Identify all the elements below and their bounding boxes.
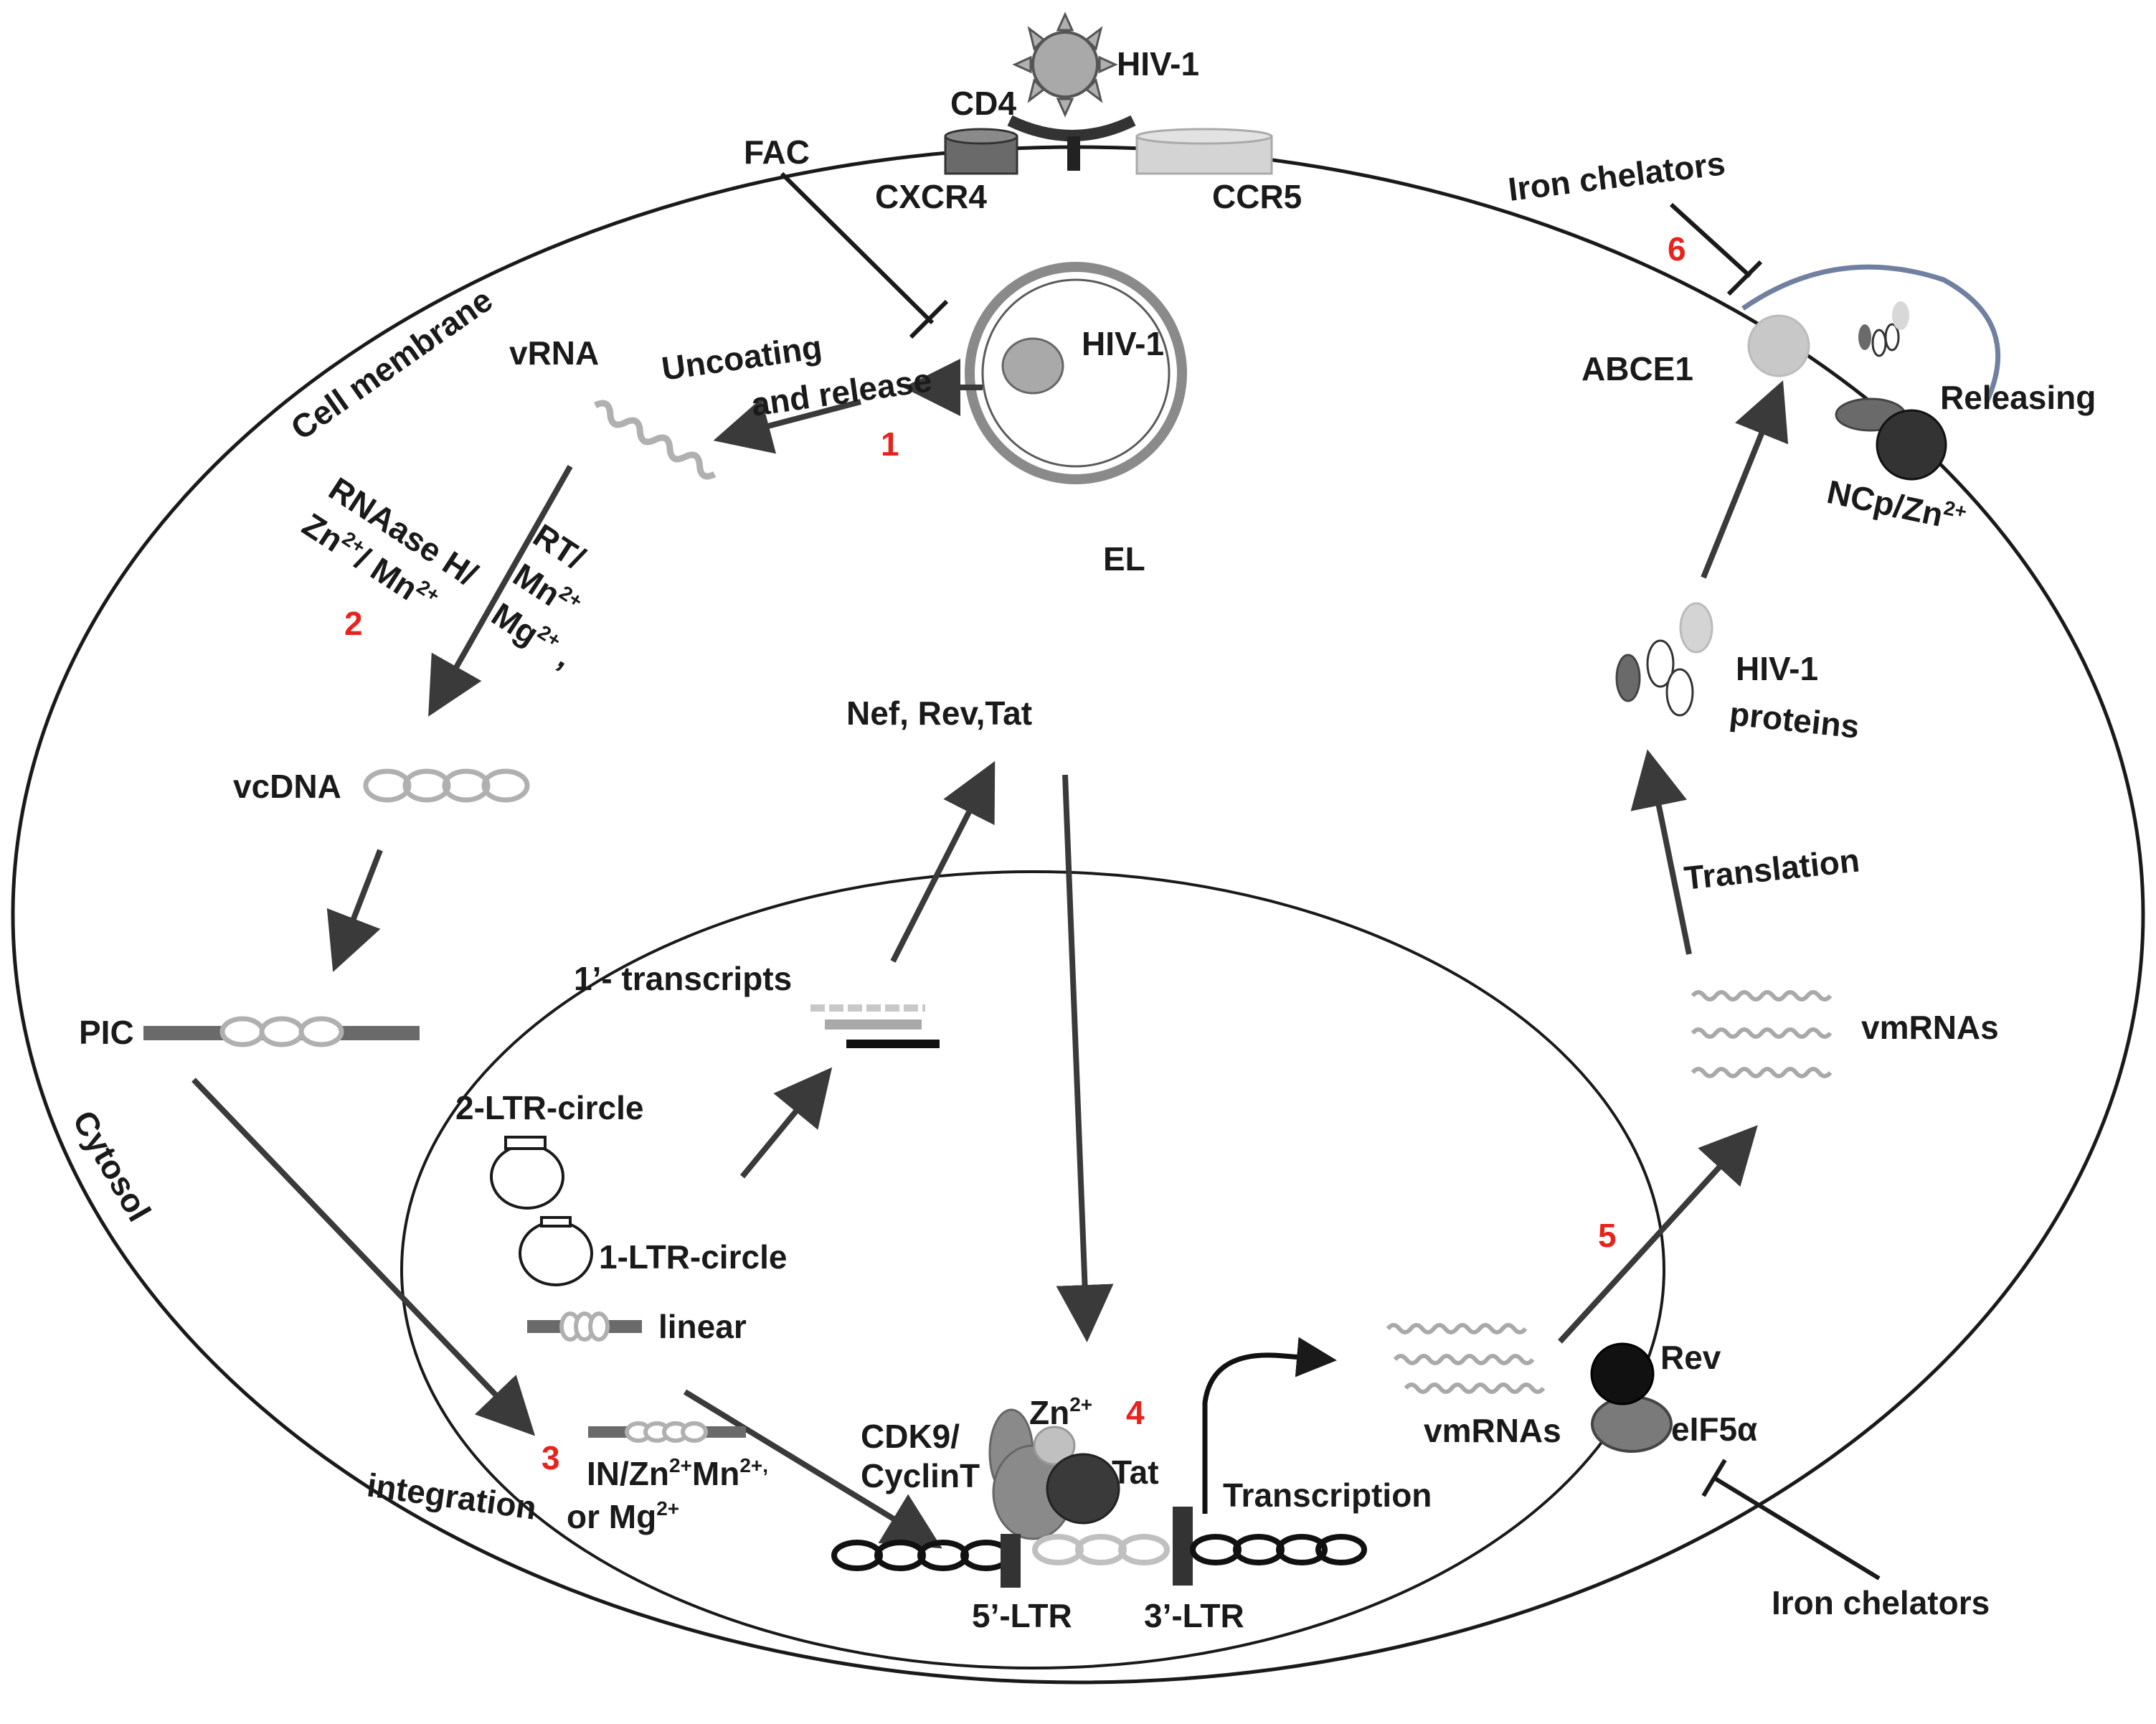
eif5a-protein [1591,1395,1673,1453]
1-ltr-circle-label: 1-LTR-circle [599,1238,787,1276]
hiv-in-endosome [1001,337,1064,395]
rev-label: Rev [1660,1339,1721,1376]
tat-protein [1046,1453,1120,1525]
integration-label: integration [365,1466,539,1527]
step-number-2: 2 [344,605,363,642]
integrase-cofactors-line1: IN/Zn2+Mn2+, [587,1454,768,1492]
5-ltr-label: 5’-LTR [972,1597,1072,1634]
2-ltr-circle [490,1136,564,1210]
1-ltr-circle [519,1216,593,1286]
3-ltr-label: 3’-LTR [1144,1597,1244,1634]
endosome-el-inner [981,278,1171,468]
nuclear-export-arrow [1558,1125,1758,1344]
cd4-receptor [1007,115,1136,141]
integrase-cofactors-line2: or Mg2+ [567,1497,679,1535]
eif5a-label: eIF5α [1671,1410,1757,1448]
circles-to-transcripts-arrow [739,1067,833,1179]
el-label: EL [1103,540,1145,578]
iron-chelators-top-label: Iron chelators [1506,144,1727,208]
vrna-label: vRNA [509,334,599,372]
iron-chelators-top-inhibition-bar [1726,260,1763,296]
abce1-label: ABCE1 [1581,350,1693,387]
hiv1-proteins-cluster [1615,602,1713,717]
integrated-dna [588,1421,746,1443]
linear-to-ltr-arrow [683,1389,942,1549]
vcdna-to-pic-arrow [326,849,383,972]
vcdna-circles [363,768,530,803]
cd4-stem [1067,136,1080,171]
step-number-5: 5 [1598,1217,1617,1254]
step-number-6: 6 [1668,230,1686,268]
budding-vesicle [1741,264,2001,403]
zn-ion-bubble [1033,1426,1076,1466]
budding-proteins [1858,301,1909,357]
iron-chelators-bottom-inhibition-bar [1701,1459,1727,1497]
step-number-3: 3 [542,1439,560,1476]
nef-rev-tat-label: Nef, Rev,Tat [846,694,1032,732]
transcripts-label: 1’- transcripts [574,960,792,997]
endosome-el [965,262,1187,484]
vmrnas-top-label: vmRNAs [1861,1009,1999,1046]
transcription-label: Transcription [1223,1476,1432,1514]
transcription-arrow [1202,1337,1337,1514]
ncp-zn-protein [1876,409,1947,481]
uncoating-label-line1: Uncoating [659,328,824,387]
abce1-protein [1747,314,1810,377]
pic-to-integration-arrow [192,1078,536,1436]
fac-inhibition-bar [909,299,949,339]
cytosol-label: Cytosol [65,1104,158,1228]
vrna-strand [594,400,717,480]
step-number-4: 4 [1126,1394,1145,1431]
iron-chelators-bottom-inhibition-line [1713,1476,1881,1581]
step-number-1: 1 [881,425,899,463]
translation-label: Translation [1683,842,1861,897]
hiv1-top-label: HIV-1 [1117,45,1199,83]
iron-chelators-bottom-label: Iron chelators [1772,1584,1990,1621]
fac-inhibition-line [780,171,935,325]
iron-chelators-top-inhibition-line [1669,202,1752,278]
linear-label: linear [658,1308,747,1345]
hiv1-proteins-label-line1: HIV-1 [1736,650,1818,687]
vmrnas-bottom-label: vmRNAs [1424,1412,1561,1449]
cell-membrane-label: Cell membrane [284,281,499,447]
nucleus [400,870,1665,1669]
cell-membrane [11,145,2145,1685]
hiv1-proteins-label-line2: proteins [1728,694,1861,745]
hiv1-el-label: HIV-1 [1082,325,1164,362]
pic-complex [143,1016,420,1047]
transcripts-to-proteins-arrow [890,760,996,963]
vmrnas-nucleus [1386,1323,1546,1394]
2-ltr-circle-label: 2-LTR-circle [455,1089,643,1126]
zn-tat-label: Zn2+ [1029,1393,1092,1431]
vcdna-label: vcDNA [233,768,341,805]
ccr5-label: CCR5 [1212,178,1302,215]
reverse-transcription-arrow [428,465,573,717]
rev-protein [1590,1342,1655,1405]
linear-dna [527,1311,642,1342]
translation-arrow [1630,749,1692,955]
releasing-label: Releasing [1940,379,2096,416]
vmrnas-cytoplasm [1691,990,1833,1078]
fac-label: FAC [744,133,810,171]
proviral-dna [831,1507,1367,1588]
cdk9-label: CDK9/ [861,1418,960,1455]
ncp-zn-label: NCp/Zn2+ [1824,472,1969,538]
cxcr4-receptor [944,128,1018,175]
cd4-label: CD4 [950,85,1016,122]
hiv-virion-top [1012,11,1118,118]
nef-to-ltr-arrow [1056,774,1114,1342]
cyclin-label: CyclinT [861,1457,980,1494]
uncoating-arrow [713,398,862,454]
pic-label: PIC [79,1014,134,1051]
cxcr4-label: CXCR4 [875,178,987,215]
ccr5-receptor [1135,128,1273,175]
assembly-arrow [1701,380,1789,579]
primary-transcripts [810,1004,940,1048]
